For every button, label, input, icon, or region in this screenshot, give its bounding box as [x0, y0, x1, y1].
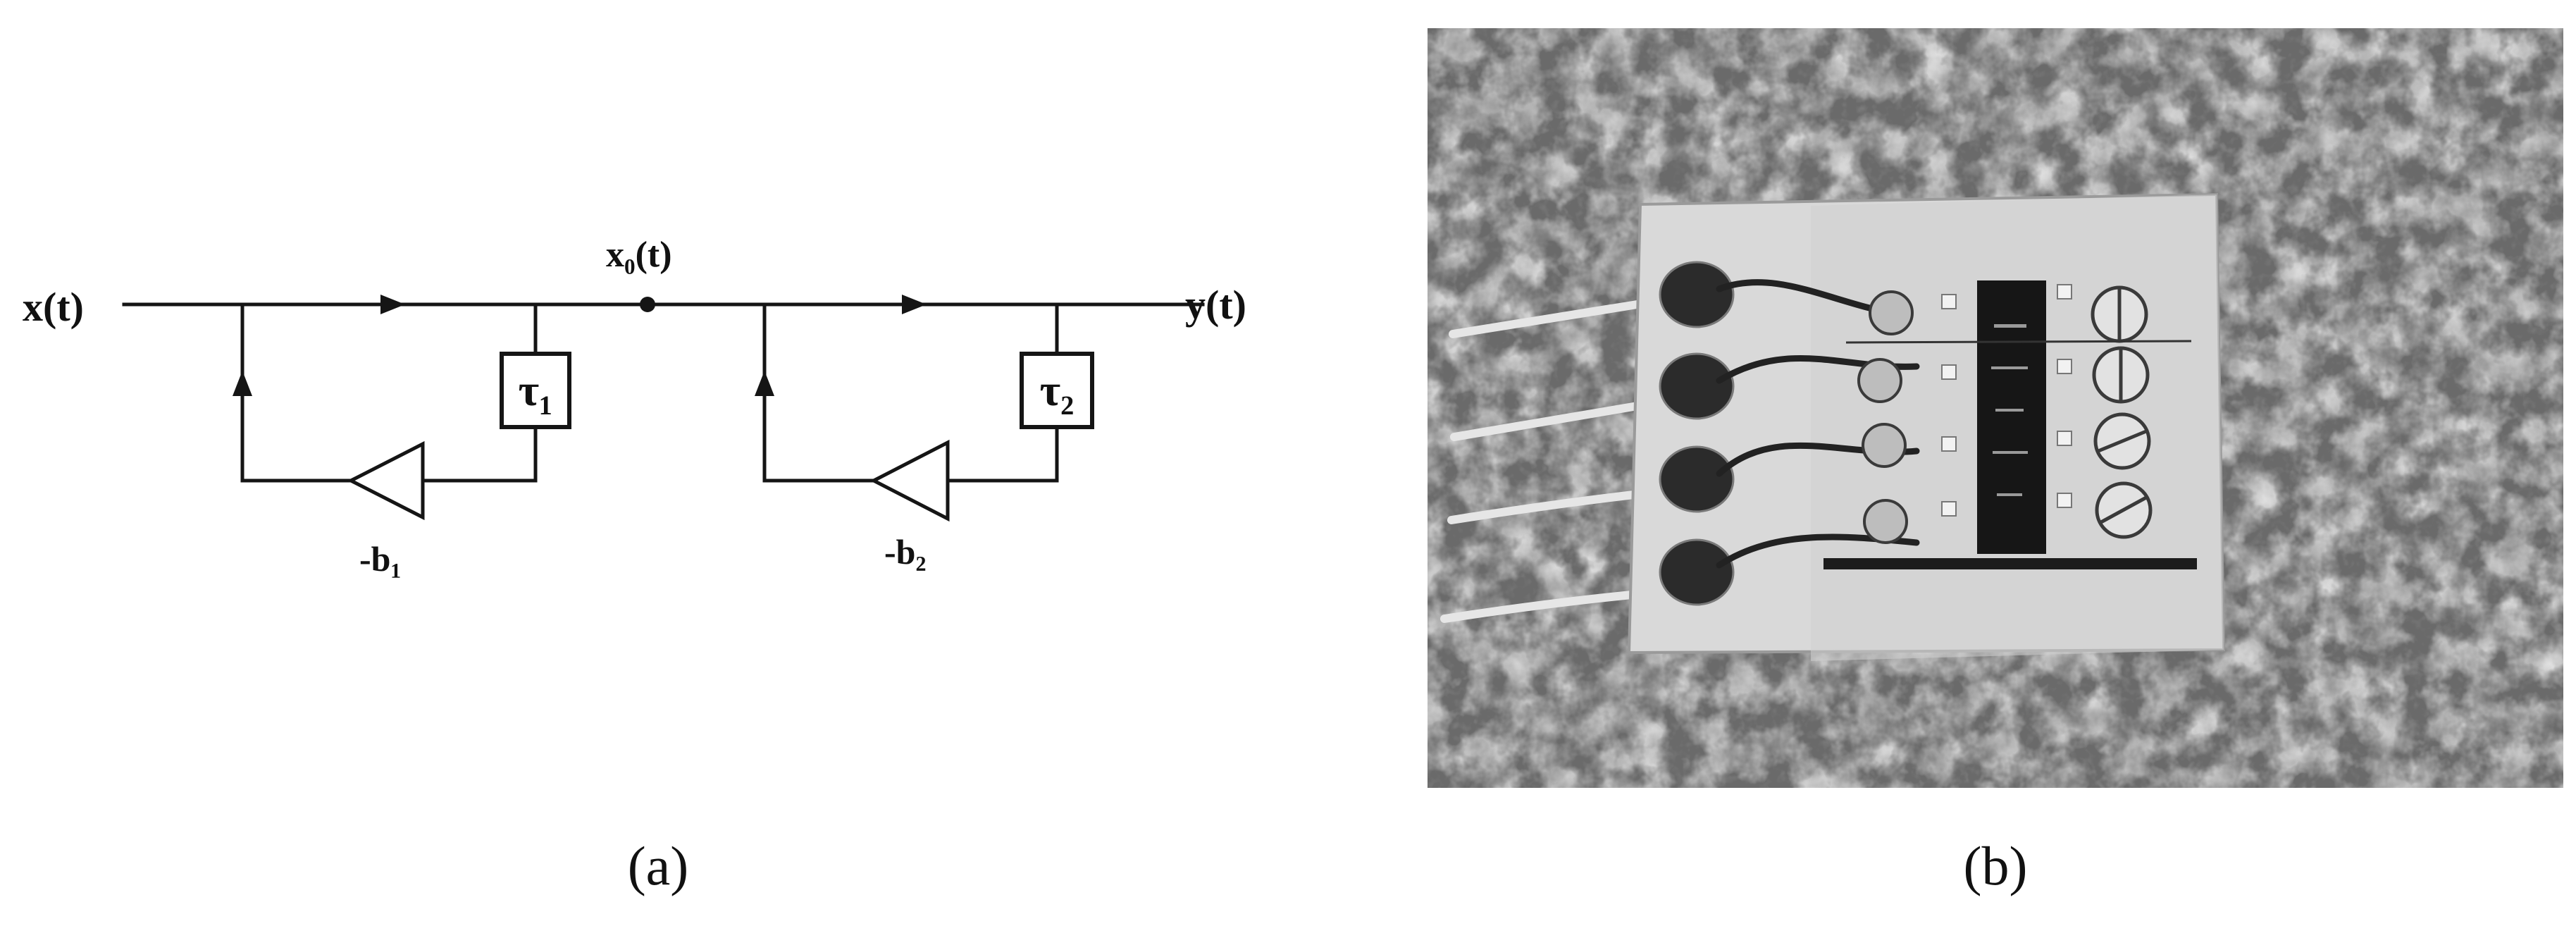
right-circle-marks [2098, 289, 2148, 525]
gain-triangle-2 [869, 439, 950, 522]
delay2-label: τ₂ [1040, 365, 1075, 415]
lead-wires [1440, 299, 1650, 623]
forward-arrow-1 [380, 295, 405, 314]
output-label: y(t) [1185, 282, 1246, 328]
delay-block-1 [500, 352, 571, 429]
delay-block-2 [1020, 352, 1094, 429]
feedback-loop-2 [755, 302, 1094, 522]
gain-triangle-1 [347, 440, 425, 521]
panel-b-photo [1428, 28, 2563, 788]
resistor-elements [1857, 290, 1914, 544]
junction-node [640, 297, 655, 312]
panel-a-diagram: x(t) x₀(t) y(t) τ₁ τ₂ -b₁ -b₂ (a) [23, 235, 1246, 896]
feedback-arrow-2 [755, 371, 774, 396]
delay1-label: τ₁ [519, 365, 553, 415]
board-rule [1845, 340, 2192, 344]
gain2-label: -b₂ [884, 532, 926, 572]
feedback-arrow-1 [233, 371, 252, 396]
caption-b: (b) [1964, 835, 2028, 896]
electrode-pads [1659, 261, 1735, 606]
ic-chip-texture [1991, 324, 2028, 496]
input-label: x(t) [23, 284, 84, 330]
ic-chip [1977, 280, 2046, 554]
gain1-label: -b₁ [359, 539, 401, 579]
small-pads [1941, 284, 2072, 517]
feedback-loop-1 [233, 302, 571, 521]
caption-a: (a) [628, 835, 689, 896]
mid-node-label: x₀(t) [606, 235, 672, 275]
bottom-bus-bar [1823, 558, 2197, 569]
forward-arrow-2 [902, 295, 927, 314]
